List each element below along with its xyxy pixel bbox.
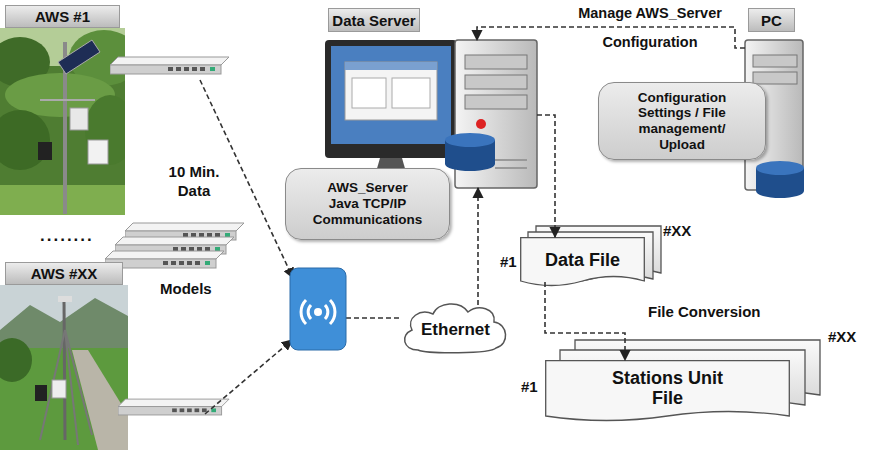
station-photo	[35, 385, 47, 401]
data-link	[346, 317, 402, 319]
wireless-access-point	[290, 268, 346, 350]
server-symbol	[476, 119, 486, 129]
server-symbol	[465, 75, 527, 89]
dashed-connector	[537, 115, 555, 237]
annotation-label: #1	[521, 378, 538, 395]
storage-disk	[756, 161, 804, 198]
heading-tab: AWS #XX	[5, 262, 123, 285]
wireless-access-point	[330, 300, 335, 324]
station-photo	[70, 108, 88, 130]
pc-symbol	[753, 72, 797, 84]
station-photo	[85, 95, 125, 165]
node-text: AWS_Server Java TCP/IP Communications	[311, 180, 424, 228]
station-photo	[72, 350, 128, 450]
storage-disk	[445, 133, 495, 147]
document-stack: Stations Unit File	[545, 360, 790, 425]
station-photo	[0, 28, 125, 215]
station-photo	[65, 330, 78, 445]
station-photo	[0, 185, 125, 215]
monitor-symbol	[325, 40, 457, 175]
monitor-symbol	[345, 62, 437, 120]
weather-station: AWS #1	[0, 5, 125, 215]
process-box: AWS_Server Java TCP/IP Communications	[285, 168, 450, 240]
server-symbol	[465, 95, 527, 109]
data-logger-device	[110, 57, 229, 74]
annotation-label: 10 Min. Data	[158, 163, 230, 201]
station-photo	[38, 142, 52, 160]
node-text: Configuration Settings / File management…	[622, 90, 742, 152]
process-box: Configuration Settings / File management…	[598, 82, 766, 160]
annotation-label: #1	[500, 253, 517, 270]
station-photo	[88, 140, 108, 164]
annotation-label: ........	[40, 226, 94, 246]
weather-station: AWS #XX	[0, 262, 128, 452]
connector-label: Manage AWS_Server Configuration	[560, 0, 740, 57]
station-photo	[0, 110, 50, 170]
station-photo	[64, 300, 65, 440]
monitor-symbol	[325, 40, 457, 158]
server-symbol	[495, 159, 527, 161]
data-link	[205, 340, 292, 414]
station-photo	[65, 330, 92, 435]
wireless-access-point	[325, 305, 328, 319]
heading-tab: Data Server	[328, 8, 420, 32]
wireless-access-point	[308, 305, 311, 319]
cloud-outline	[405, 304, 506, 353]
data-logger-device	[105, 57, 244, 415]
wireless-access-point	[290, 268, 346, 350]
station-photo	[0, 285, 128, 450]
node-text: Stations Unit File	[603, 369, 733, 409]
heading-tab: AWS #1	[5, 5, 120, 28]
station-photo	[40, 99, 95, 101]
network-cloud: Ethernet	[398, 300, 513, 355]
storage-disk	[445, 133, 495, 171]
annotation-label: #XX	[828, 328, 856, 345]
station-photo	[58, 40, 100, 74]
wireless-access-point	[301, 300, 306, 324]
server-symbol	[495, 167, 527, 169]
dashed-connector	[545, 282, 625, 360]
station-photo	[0, 338, 32, 382]
node-text: Data File	[545, 250, 620, 271]
document-outline	[546, 361, 790, 421]
server-symbol	[465, 55, 527, 69]
storage-disk	[756, 161, 804, 175]
node-text: Ethernet	[421, 320, 490, 340]
document-outline	[521, 238, 645, 286]
connector-label: File Conversion	[648, 303, 761, 320]
station-photo	[52, 380, 66, 398]
heading-tab: PC	[748, 8, 795, 32]
wireless-access-point	[314, 308, 322, 316]
pc-symbol	[753, 55, 797, 67]
annotation-label: #XX	[663, 222, 691, 239]
station-photo	[58, 296, 72, 302]
annotation-label: Models	[160, 280, 212, 297]
monitor-symbol	[352, 78, 386, 108]
document-stack: Data File	[520, 237, 645, 290]
dashed-connector	[477, 188, 479, 305]
monitor-symbol	[392, 78, 430, 108]
monitor-symbol	[331, 46, 451, 144]
monitor-symbol	[345, 62, 437, 70]
